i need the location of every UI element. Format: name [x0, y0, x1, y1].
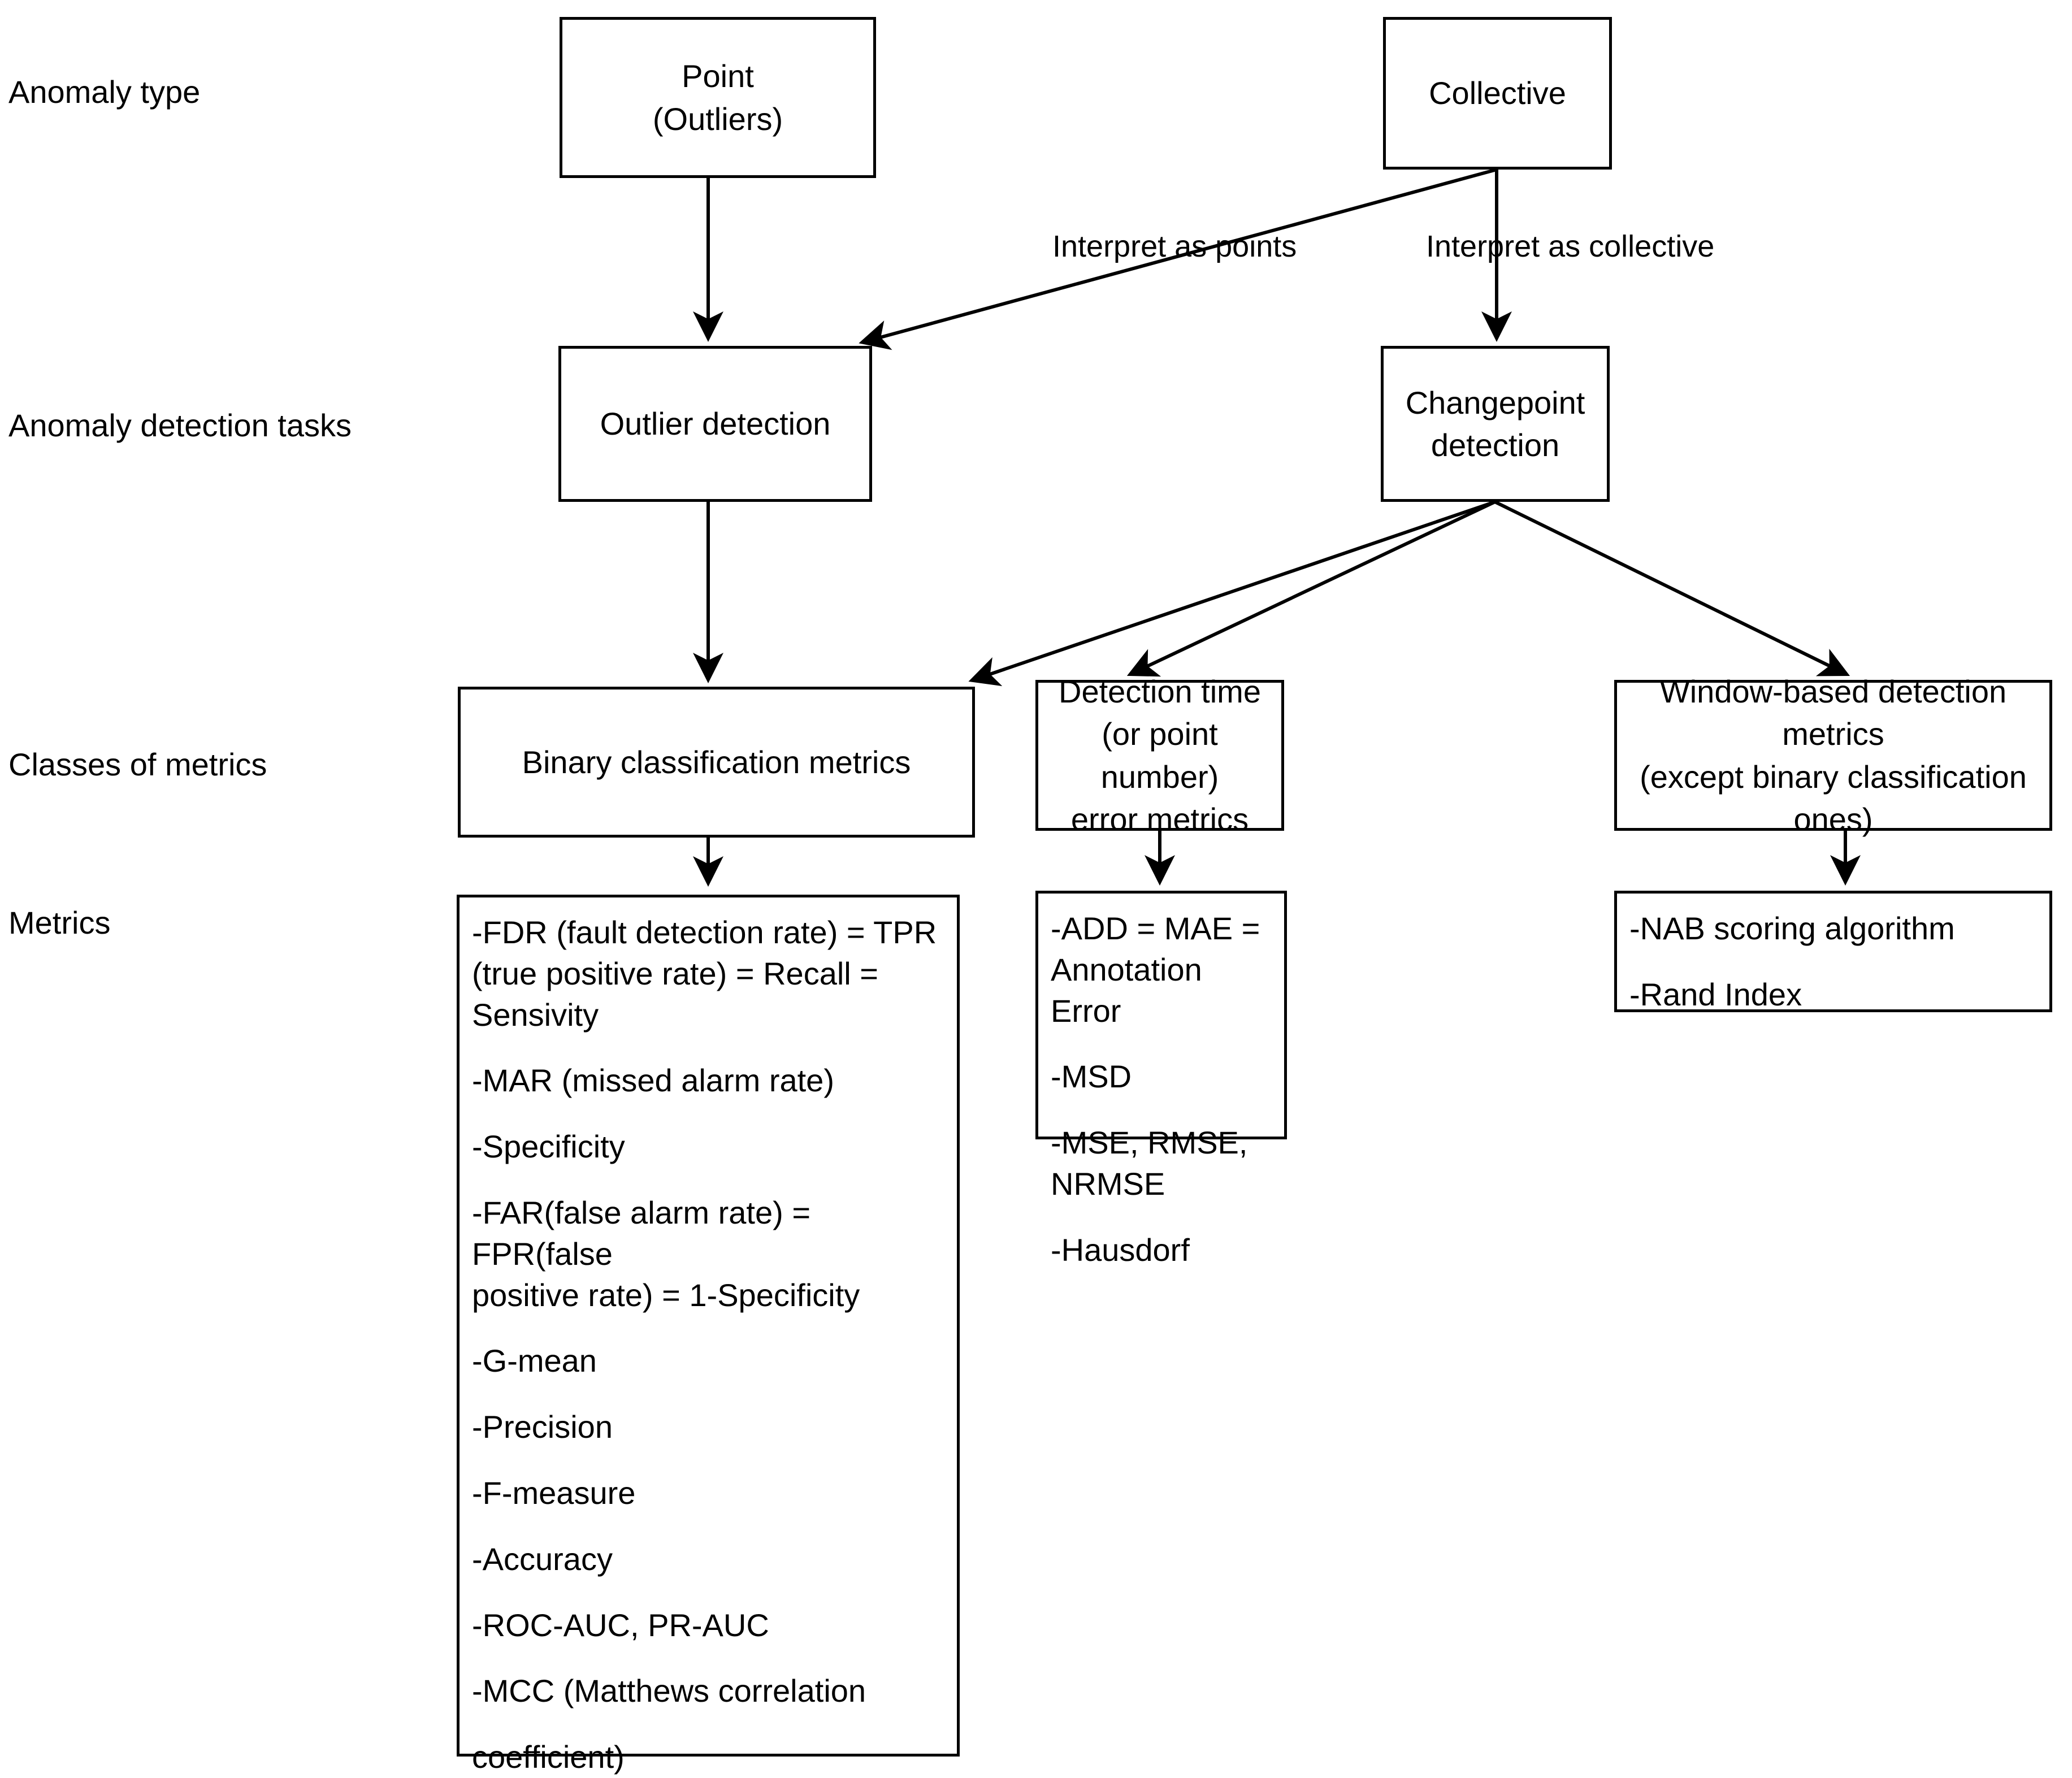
- node-binary-classification-metrics-label: Binary classification metrics: [522, 744, 911, 780]
- list-item: -ADD = MAE = Annotation Error: [1051, 910, 1260, 1029]
- node-detection-time-error-metrics-label: Detection time (or point number) error m…: [1059, 674, 1261, 837]
- node-point-outliers[interactable]: Point (Outliers): [560, 17, 876, 178]
- list-item: -G-mean: [472, 1343, 597, 1379]
- node-binary-classification-metrics[interactable]: Binary classification metrics: [458, 687, 975, 838]
- list-item: -Hausdorf: [1051, 1231, 1190, 1268]
- node-outlier-detection[interactable]: Outlier detection: [558, 346, 872, 502]
- edge-label-interpret-as-collective: Interpret as collective: [1426, 229, 1715, 263]
- row-label-metrics: Metrics: [8, 905, 111, 940]
- list-item: -MSE, RMSE, NRMSE: [1051, 1125, 1248, 1202]
- list-detection-time-error-metrics[interactable]: -ADD = MAE = Annotation Error -MSD -MSE,…: [1035, 891, 1287, 1268]
- node-detection-time-error-metrics[interactable]: Detection time (or point number) error m…: [1035, 674, 1284, 837]
- node-changepoint-detection-label: Changepoint detection: [1405, 384, 1585, 463]
- list-binary-classification-metrics[interactable]: -FDR (fault detection rate) = TPR (true …: [457, 895, 960, 1775]
- list-item: -Rand Index: [1629, 976, 1802, 1012]
- list-item: -Accuracy: [472, 1541, 613, 1577]
- node-outlier-detection-label: Outlier detection: [600, 406, 831, 442]
- row-label-classes-of-metrics: Classes of metrics: [8, 747, 267, 782]
- list-item: -Specificity: [472, 1129, 625, 1165]
- list-item: -MAR (missed alarm rate): [472, 1063, 834, 1099]
- node-window-based-detection-metrics[interactable]: Window-based detection metrics (except b…: [1614, 674, 2052, 837]
- row-label-anomaly-type: Anomaly type: [8, 74, 201, 110]
- node-collective-label: Collective: [1429, 75, 1566, 111]
- node-changepoint-detection[interactable]: Changepoint detection: [1381, 346, 1610, 502]
- list-item: -ROC-AUC, PR-AUC: [472, 1607, 769, 1643]
- node-point-outliers-label: Point (Outliers): [652, 58, 783, 137]
- list-item: -FDR (fault detection rate) = TPR (true …: [472, 914, 937, 1033]
- list-item: -MCC (Matthews correlation: [472, 1673, 866, 1709]
- list-item: -NAB scoring algorithm: [1629, 910, 1955, 946]
- list-item: -MSD: [1051, 1059, 1132, 1095]
- edge-changepoint-to-window-metrics: [1494, 500, 1850, 676]
- edge-changepoint-to-binary-metrics: [968, 500, 1496, 687]
- edge-label-interpret-as-points: Interpret as points: [1052, 229, 1297, 263]
- list-item: -FAR(false alarm rate) = FPR(false posit…: [472, 1194, 860, 1313]
- node-collective[interactable]: Collective: [1383, 17, 1612, 170]
- list-window-based-metrics[interactable]: -NAB scoring algorithm -Rand Index: [1614, 891, 2052, 1012]
- row-label-anomaly-detection-tasks: Anomaly detection tasks: [8, 407, 352, 443]
- node-window-based-detection-metrics-label: Window-based detection metrics (except b…: [1640, 674, 2027, 837]
- list-item: -F-measure: [472, 1475, 636, 1511]
- list-item: -Precision: [472, 1409, 613, 1445]
- list-item: coefficient): [472, 1739, 625, 1775]
- edge-changepoint-to-detection-time-metrics: [1126, 500, 1496, 677]
